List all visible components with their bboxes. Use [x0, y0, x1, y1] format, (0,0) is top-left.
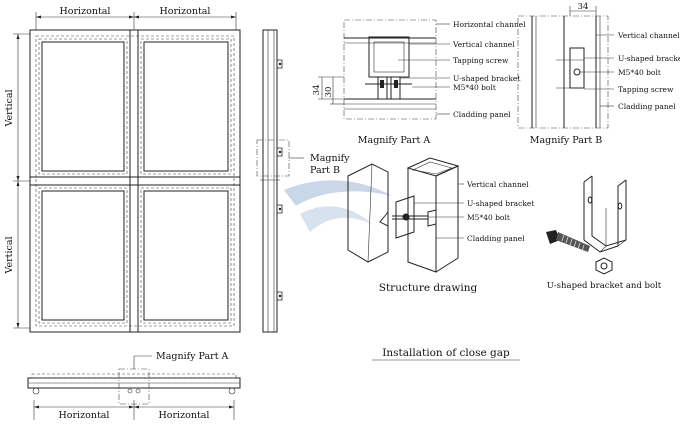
- magnify-b-label-cladding: Cladding panel: [618, 102, 676, 111]
- magnify-a-label-bolt: M5*40 bolt: [453, 83, 496, 92]
- structure-caption: Structure drawing: [379, 282, 478, 294]
- magnify-b-label-u-bracket: U-shaped bracket: [618, 54, 680, 63]
- magnify-b-callout-line2: Part B: [310, 165, 340, 176]
- dim-horizontal-bottom-right: Horizontal: [159, 410, 210, 421]
- dim-horizontal-top-right: Horizontal: [160, 6, 211, 17]
- structure-label-cladding: Cladding panel: [467, 234, 525, 243]
- structure-label-bolt: M5*40 bolt: [467, 213, 510, 222]
- watermark-logo: [284, 180, 392, 232]
- magnify-b-label-tapping-screw: Tapping screw: [618, 85, 674, 94]
- magnify-a-label-cladding: Cladding panel: [453, 110, 511, 119]
- dim-vertical-top: Vertical: [4, 89, 15, 127]
- magnify-part-b: 34 Vertical channel U-shaped bracket M5*…: [517, 2, 680, 146]
- structure-drawing: Vertical channel U-shaped bracket M5*40 …: [347, 157, 534, 294]
- main-caption: Installation of close gap: [382, 347, 510, 359]
- bracket-detail: U-shaped bracket and bolt: [546, 175, 662, 291]
- front-view: Horizontal Horizontal Vertical Vertical: [4, 6, 241, 333]
- magnify-b-caption: Magnify Part B: [530, 135, 603, 146]
- magnify-a-callout: Magnify Part A: [156, 351, 229, 362]
- main-caption-group: Installation of close gap: [372, 347, 520, 361]
- magnify-b-label-vertical-channel: Vertical channel: [617, 31, 680, 40]
- magnify-a-label-horizontal-channel: Horizontal channel: [453, 20, 526, 29]
- magnify-a-dim-30: 30: [324, 87, 334, 98]
- bottom-view: Magnify Part A Horizontal Horizontal: [27, 351, 241, 421]
- side-view: Magnify Part B: [256, 29, 350, 333]
- structure-label-vertical-channel: Vertical channel: [466, 180, 529, 189]
- magnify-a-label-u-bracket: U-shaped bracket: [453, 74, 520, 83]
- magnify-a-caption: Magnify Part A: [358, 135, 431, 146]
- structure-label-u-bracket: U-shaped bracket: [467, 199, 534, 208]
- dim-vertical-bottom: Vertical: [4, 236, 15, 274]
- magnify-b-callout-line1: Magnify: [310, 153, 350, 164]
- magnify-a-dim-34: 34: [312, 85, 322, 96]
- magnify-a-label-tapping-screw: Tapping screw: [453, 56, 509, 65]
- bolt-icon: [546, 230, 590, 252]
- dim-horizontal-bottom-left: Horizontal: [59, 410, 110, 421]
- nut-icon: [595, 257, 613, 275]
- magnify-b-label-bolt: M5*40 bolt: [618, 68, 661, 77]
- bracket-caption: U-shaped bracket and bolt: [547, 281, 662, 291]
- magnify-a-label-vertical-channel: Vertical channel: [452, 40, 515, 49]
- dim-horizontal-top-left: Horizontal: [60, 6, 111, 17]
- magnify-b-dim-34: 34: [578, 2, 589, 12]
- magnify-part-a: 34 30 Horizontal channel Vertical channe…: [312, 19, 526, 146]
